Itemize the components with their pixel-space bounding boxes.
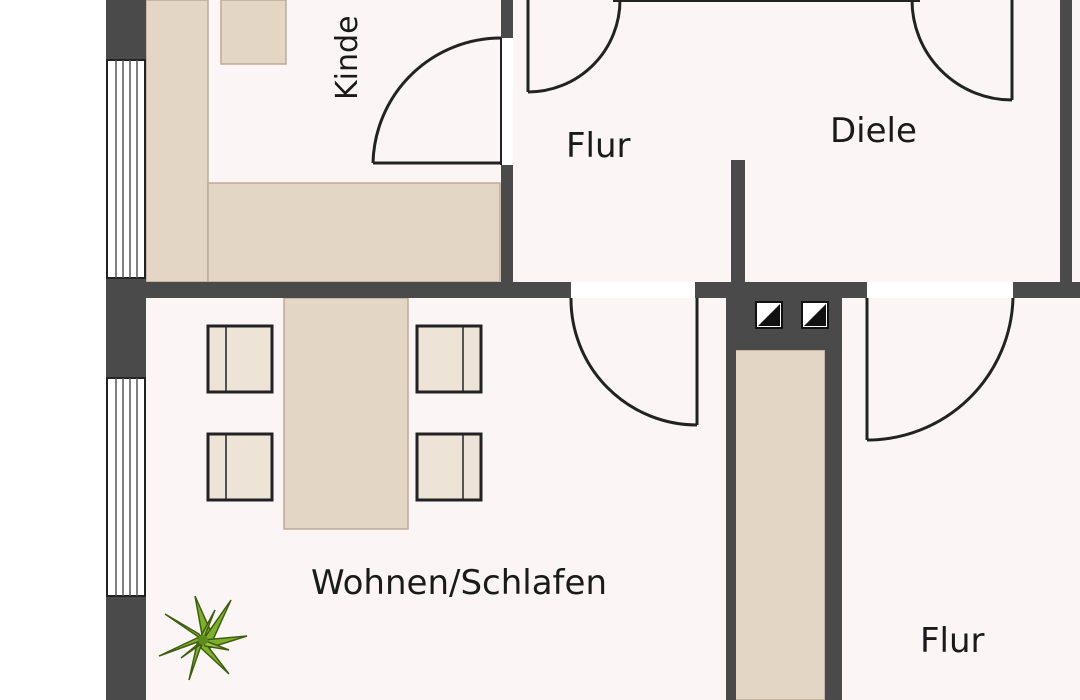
wardrobe-left <box>145 0 209 283</box>
window-upper <box>106 59 146 279</box>
wall-partition-bottom <box>501 165 513 282</box>
door-kinderzimmer <box>371 36 502 165</box>
label-kinderzimmer: Kinde <box>330 15 365 100</box>
chairs <box>206 324 483 502</box>
furniture <box>145 0 826 700</box>
wall-partition-top <box>501 0 513 38</box>
bed <box>207 182 501 283</box>
dining-table <box>283 297 409 530</box>
label-flur-top: Flur <box>566 126 631 166</box>
potted-plant-icon <box>158 595 248 681</box>
wall-middle-left <box>106 282 571 298</box>
wall-shaft-right <box>825 298 842 700</box>
chair-right-bottom <box>415 432 483 502</box>
ventilation-duct-icon <box>755 301 829 329</box>
label-wohnen-schlafen: Wohnen/Schlafen <box>311 563 607 603</box>
floor-flur-diele <box>513 0 1063 282</box>
windows <box>106 59 146 597</box>
wall-stub-diele <box>731 160 745 282</box>
floor-flur-lower <box>842 298 1080 700</box>
doors <box>371 0 1015 442</box>
wall-middle-right <box>1013 282 1080 298</box>
door-diele-top <box>910 0 1014 102</box>
wall-middle-center <box>695 282 867 298</box>
wall-shaft-left <box>726 298 736 700</box>
floor-right-edge <box>1072 0 1080 282</box>
chair-left-top <box>206 324 274 394</box>
window-lower <box>106 377 146 597</box>
door-flur-top <box>526 0 622 94</box>
chair-right-top <box>415 324 483 394</box>
door-flur-lower <box>865 297 1015 442</box>
label-diele: Diele <box>830 111 917 151</box>
armchair <box>220 0 287 65</box>
chair-left-bottom <box>206 432 274 502</box>
room-labels: Kinde Flur Diele Wohnen/Schlafen Flur <box>311 15 985 661</box>
counter-cabinet <box>732 349 826 700</box>
label-flur-bottom: Flur <box>920 621 985 661</box>
door-wohnen <box>569 297 699 427</box>
wall-right-upper <box>1060 0 1072 282</box>
